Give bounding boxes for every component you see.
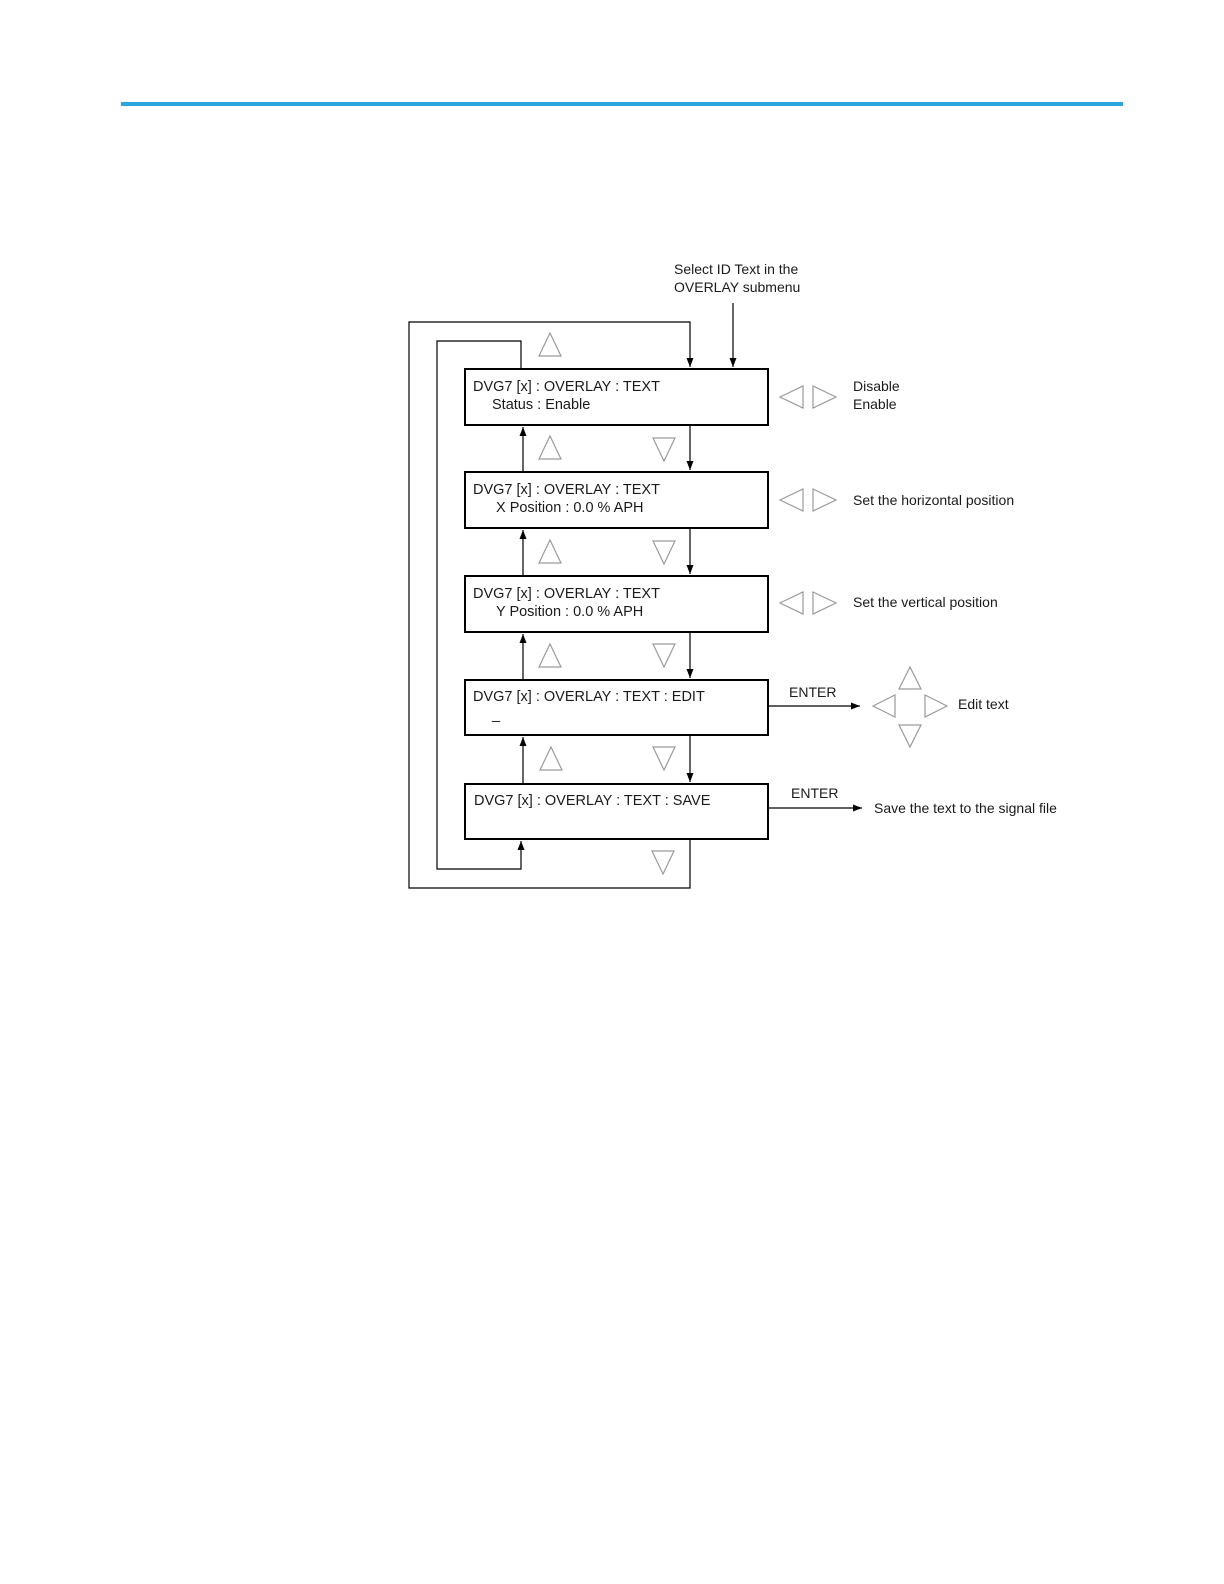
left-arrow-button-icon — [778, 488, 804, 512]
menu-box-edit: DVG7 [x] : OVERLAY : TEXT : EDIT _ — [464, 679, 769, 736]
menu-title: DVG7 [x] : OVERLAY : TEXT — [473, 586, 660, 602]
left-arrow-button-icon — [871, 694, 896, 718]
menu-box-y-position: DVG7 [x] : OVERLAY : TEXT Y Position : 0… — [464, 575, 769, 633]
menu-box-x-position: DVG7 [x] : OVERLAY : TEXT X Position : 0… — [464, 471, 769, 529]
right-arrow-button-icon — [812, 488, 838, 512]
enter-label: ENTER — [791, 785, 838, 801]
right-arrow-button-icon — [924, 694, 949, 718]
left-arrow-button-icon — [778, 591, 804, 615]
menu-title: DVG7 [x] : OVERLAY : TEXT : EDIT — [473, 689, 705, 705]
menu-box-save: DVG7 [x] : OVERLAY : TEXT : SAVE — [464, 783, 769, 840]
intro-label-line-1: Select ID Text in the — [674, 261, 798, 277]
right-arrow-button-icon — [812, 385, 838, 409]
down-arrow-button-icon — [652, 540, 676, 566]
edit-text-description: Edit text — [958, 696, 1009, 712]
status-option-enable: Enable — [853, 396, 897, 412]
menu-value: Status : Enable — [492, 397, 590, 413]
inner-loop-arrow — [436, 340, 525, 870]
menu-box-status: DVG7 [x] : OVERLAY : TEXT Status : Enabl… — [464, 368, 769, 426]
up-arrow-button-icon — [539, 745, 563, 771]
menu-title: DVG7 [x] : OVERLAY : TEXT : SAVE — [474, 793, 711, 809]
down-arrow-button-icon — [652, 437, 676, 463]
menu-title: DVG7 [x] : OVERLAY : TEXT — [473, 482, 660, 498]
intro-label-line-2: OVERLAY submenu — [674, 279, 800, 295]
status-option-disable: Disable — [853, 378, 900, 394]
up-arrow-button-icon — [538, 538, 562, 564]
y-position-description: Set the vertical position — [853, 594, 998, 610]
down-arrow-button-icon — [651, 850, 675, 876]
up-arrow-button-icon — [538, 331, 562, 357]
x-position-description: Set the horizontal position — [853, 492, 1014, 508]
save-description: Save the text to the signal file — [874, 800, 1057, 816]
up-arrow-button-icon — [898, 665, 922, 690]
outer-loop-arrow — [408, 321, 694, 889]
menu-value: X Position : 0.0 % APH — [496, 500, 644, 516]
up-arrow-button-icon — [538, 642, 562, 668]
up-arrow-button-icon — [538, 434, 562, 460]
down-arrow-button-icon — [898, 724, 922, 749]
down-arrow-button-icon — [652, 643, 676, 669]
menu-value: _ — [491, 707, 501, 723]
down-arrow-button-icon — [652, 746, 676, 772]
right-arrow-button-icon — [812, 591, 838, 615]
left-arrow-button-icon — [778, 385, 804, 409]
menu-value: Y Position : 0.0 % APH — [496, 604, 643, 620]
header-rule — [121, 102, 1123, 106]
enter-label: ENTER — [789, 684, 836, 700]
menu-title: DVG7 [x] : OVERLAY : TEXT — [473, 379, 660, 395]
